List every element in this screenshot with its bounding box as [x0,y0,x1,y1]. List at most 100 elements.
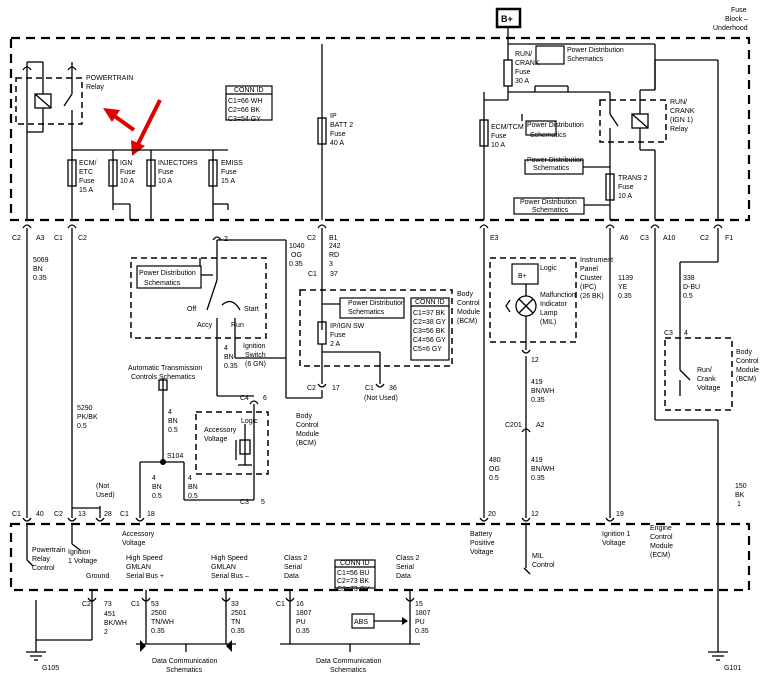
label-c4: C4 [240,395,249,402]
label-pin2sw: 2 [224,236,228,243]
label-e3: E3 [490,235,499,242]
emiss-fuse [208,159,218,187]
label-w2501c: 0.35 [231,628,245,635]
label-bcm-c4: C4=56 GY [413,337,446,344]
label-sw3: (6 GN) [245,361,266,368]
label-cl2b2: Serial [396,564,414,571]
label-ecm-connid: CONN ID [340,560,370,567]
label-ipign1: IP/IGN SW [330,323,365,330]
label-pds-c2: Schematics [533,165,570,172]
label-ign-relay2: CRANK [670,108,695,115]
label-ign-relay4: Relay [670,126,688,133]
label-dcs-a2: Schematics [166,667,203,674]
label-w4i: 0.5 [152,493,162,500]
label-c1a: C1 [54,235,63,242]
label-w5290b: PK/BK [77,414,98,421]
label-accv-e1: Accessory [122,531,155,538]
label-atcs2: Controls Schematics [131,374,196,381]
label-w1807b: PU [296,619,306,626]
label-w242c: 3 [329,261,333,268]
label-bcm-m3: Module [296,431,319,438]
label-bplus2: B+ [518,273,527,280]
ecm-etc-fuse [67,159,77,187]
label-accv-e2: Voltage [122,540,145,547]
label-bcm-r2: Control [736,358,759,365]
label-ecm4: (ECM) [650,552,670,559]
label-ecm1: Engine [650,525,672,532]
label-w419b: BN/WH [531,388,554,395]
label-w5069b: BN [33,266,43,273]
label-pds-f1: Power Distribution [348,300,405,307]
label-w4h: BN [152,484,162,491]
bcm-right-box [664,337,733,411]
label-ecmetc4: 15 A [79,187,93,194]
label-bcm-c5: C5=6 GY [413,346,442,353]
label-ecmetc2: ETC [79,169,93,176]
label-notused1: (Not Used) [364,395,398,402]
pds-b-box [525,120,557,136]
label-c3c: C3 [240,499,249,506]
label-sw-accy: Accy [197,322,213,329]
label-bcm-c1: C1=37 BK [413,310,445,317]
label-w419e: BN/WH [531,466,554,473]
label-bcm-c2: C2=38 GY [413,319,446,326]
ignition-switch-arc [221,300,241,311]
label-ipbatt2: BATT 2 [330,122,353,129]
label-c2e: C2 [307,385,316,392]
label-c1d: C1 [12,511,21,518]
ecm-outline [9,522,751,592]
label-ipc2: Panel [580,266,598,273]
label-pds-d2: Schematics [532,207,569,214]
ipc-box [489,257,577,343]
label-trans3: 10 A [618,193,632,200]
label-ecm-c1: C1=56 BU [337,570,370,577]
label-b1: B1 [329,235,338,242]
label-sw-off: Off [187,306,196,313]
label-w1807c: 0.35 [296,628,310,635]
label-ipc5: (26 BK) [580,293,604,300]
label-bcm-a3: Module [457,309,480,316]
bcm-center-box [299,289,453,367]
label-bpv2: Positive [470,540,495,547]
red-arrowhead-relay [103,108,120,122]
label-atcs1: Automatic Transmission [128,365,202,372]
pds-f-box [339,297,405,319]
label-abs: ABS [354,619,368,626]
label-w5290c: 0.5 [77,423,87,430]
label-w2500c: 0.35 [151,628,165,635]
trans2-fuse [605,173,615,201]
label-w1139a: 1139 [618,275,633,282]
label-pin17: 17 [332,385,340,392]
label-w2500a: 2500 [151,610,167,617]
label-w150a: 150 [735,483,747,490]
label-trans1: TRANS 2 [618,175,648,182]
label-connid-title: CONN ID [234,87,264,94]
label-pin5: 5 [261,499,265,506]
label-runcrank2: CRANK [515,60,540,67]
label-w4l: 0.5 [188,493,198,500]
label-bcm-m4: (BCM) [296,440,316,447]
ip-batt2-fuse [317,117,327,145]
label-fuse-block2: Block – [725,16,748,23]
label-c1f: C1 [131,601,140,608]
label-bcm-a2: Control [457,300,480,307]
label-ign1v2: 1 Voltage [68,558,97,565]
label-inj3: 10 A [158,178,172,185]
label-pin73: 73 [104,601,112,608]
label-pds-e2: Schematics [144,280,181,287]
label-ipbatt4: 40 A [330,140,344,147]
ign1-relay-box [599,99,667,143]
label-c2c: C2 [307,235,316,242]
label-bcm-r4: (BCM) [736,376,756,383]
label-f1: F1 [725,235,733,242]
label-c201: C201 [505,422,522,429]
label-bpv3: Voltage [470,549,493,556]
pds-d-box [513,197,585,215]
label-cl2b3: Data [396,573,411,580]
label-ignf2: Fuse [120,169,136,176]
ignition-switch-box [130,257,267,339]
label-hsgm3: Serial Bus – [211,573,249,580]
label-a2: A2 [536,422,545,429]
label-ipign3: 2 A [330,341,340,348]
